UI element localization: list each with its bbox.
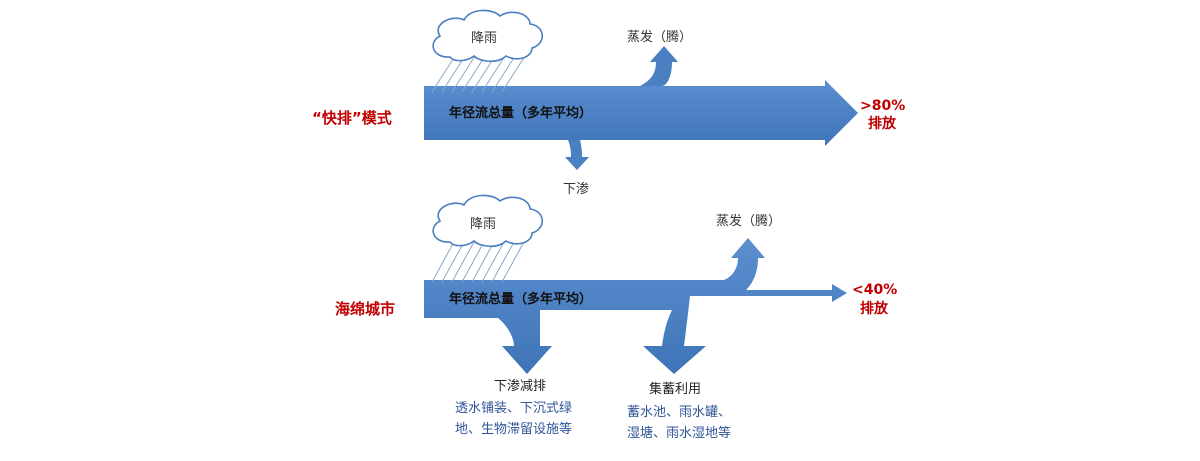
discharge-percent: >80% [860, 98, 906, 114]
main-flow-arrow [424, 238, 847, 374]
panel-fast-drainage [424, 9, 858, 170]
evaporation-label: 蒸发（腾） [716, 214, 782, 229]
evaporation-label: 蒸发（腾） [627, 30, 693, 45]
harvest-desc-line-1: 蓄水池、雨水罐、 [627, 405, 732, 420]
discharge-label: 排放 [868, 116, 896, 132]
rain-label: 降雨 [470, 217, 497, 232]
main-flow-arrow [424, 80, 858, 146]
flow-label: 年径流总量（多年平均） [449, 292, 593, 307]
infiltration-desc-line-2: 地、生物滞留设施等 [455, 422, 573, 437]
rain-lines [431, 239, 526, 283]
infiltration-arrow [565, 140, 589, 170]
discharge-label: 排放 [860, 301, 888, 317]
cloud-icon [432, 194, 544, 248]
mode-label-fast: “快排”模式 [312, 109, 392, 127]
rain-lines [431, 55, 526, 93]
infiltration-label: 下渗 [563, 182, 590, 197]
mode-label-sponge: 海绵城市 [335, 300, 396, 318]
infiltration-desc-line-1: 透水铺装、下沉式绿 [455, 401, 573, 416]
cloud-icon [432, 9, 544, 63]
flow-label: 年径流总量（多年平均） [449, 106, 593, 121]
discharge-percent: <40% [852, 282, 898, 298]
harvest-title: 集蓄利用 [649, 382, 702, 397]
rain-label: 降雨 [471, 31, 498, 46]
panel-sponge-city [424, 194, 847, 374]
harvest-desc-line-2: 湿塘、雨水湿地等 [627, 426, 732, 441]
infiltration-title: 下渗减排 [494, 379, 547, 394]
evaporation-arrow [640, 46, 678, 86]
